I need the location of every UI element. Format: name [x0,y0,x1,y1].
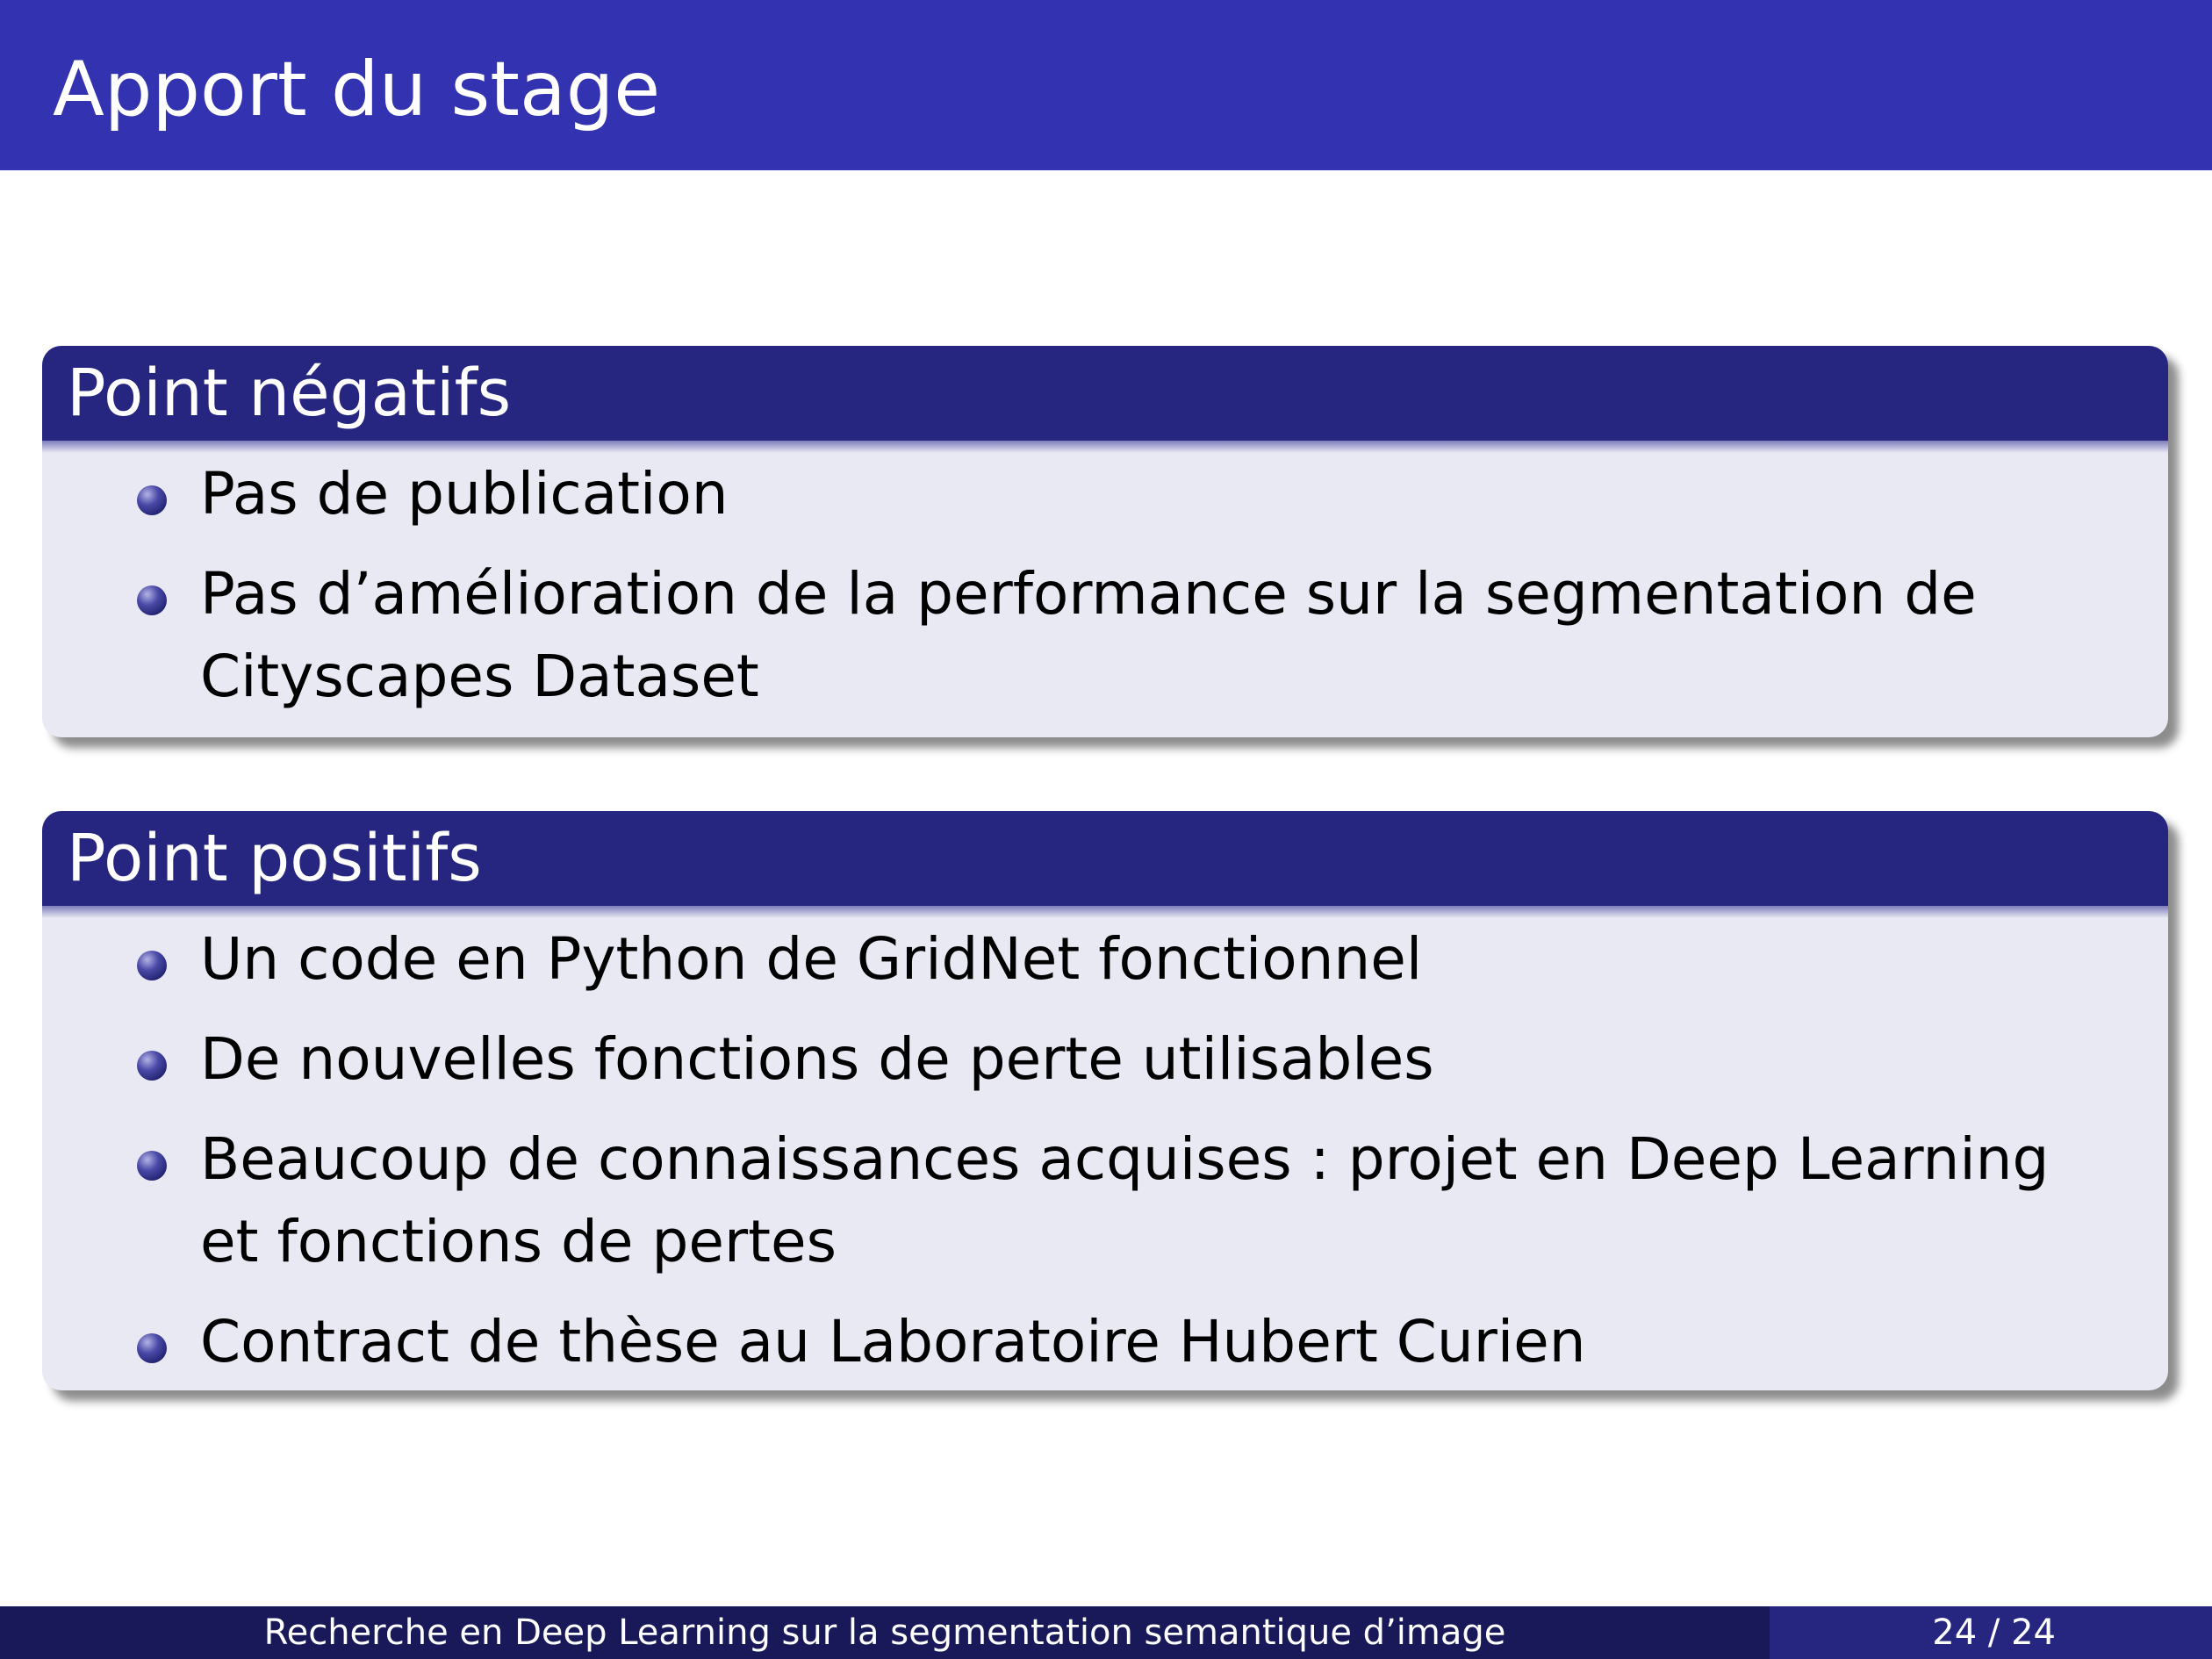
list-item-text: Beaucoup de connaissances acquises : pro… [200,1125,2050,1275]
list-item: Un code en Python de GridNet fonctionnel [137,918,2098,1001]
block-title: Point positifs [67,821,482,896]
ball-bullet-icon [137,585,167,615]
ball-bullet-icon [137,1151,167,1181]
list-item: Pas de publication [137,453,2098,535]
page-number: 24 / 24 [1932,1612,2056,1653]
block-title-bar: Point négatifs [42,346,2168,453]
block-positive-points: Point positifs Un code en Python de Grid… [42,811,2168,1390]
footer-title-panel: Recherche en Deep Learning sur la segmen… [0,1606,1770,1659]
block-title-bar: Point positifs [42,811,2168,918]
list-item-text: De nouvelles fonctions de perte utilisab… [200,1025,1434,1093]
list-item-text: Pas de publication [200,460,729,528]
block-title: Point négatifs [67,356,512,431]
block-negative-points: Point négatifs Pas de publication Pas d’… [42,346,2168,737]
bullet-list: Pas de publication Pas d’amélioration de… [42,441,2168,718]
ball-bullet-icon [137,951,167,980]
list-item-text: Contract de thèse au Laboratoire Hubert … [200,1308,1586,1375]
bullet-list: Un code en Python de GridNet fonctionnel… [42,906,2168,1383]
ball-bullet-icon [137,1333,167,1363]
list-item: De nouvelles fonctions de perte utilisab… [137,1018,2098,1101]
ball-bullet-icon [137,485,167,515]
page-title: Apport du stage [53,46,661,133]
footer-page-panel: 24 / 24 [1770,1606,2212,1659]
footer-bar: Recherche en Deep Learning sur la segmen… [0,1606,2212,1659]
frame-title-bar: Apport du stage [0,0,2212,170]
ball-bullet-icon [137,1051,167,1081]
list-item-text: Pas d’amélioration de la performance sur… [200,560,1977,710]
list-item-text: Un code en Python de GridNet fonctionnel [200,925,1423,993]
footer-title: Recherche en Deep Learning sur la segmen… [263,1612,1506,1653]
list-item: Contract de thèse au Laboratoire Hubert … [137,1301,2098,1383]
list-item: Pas d’amélioration de la performance sur… [137,553,2098,718]
list-item: Beaucoup de connaissances acquises : pro… [137,1118,2098,1283]
